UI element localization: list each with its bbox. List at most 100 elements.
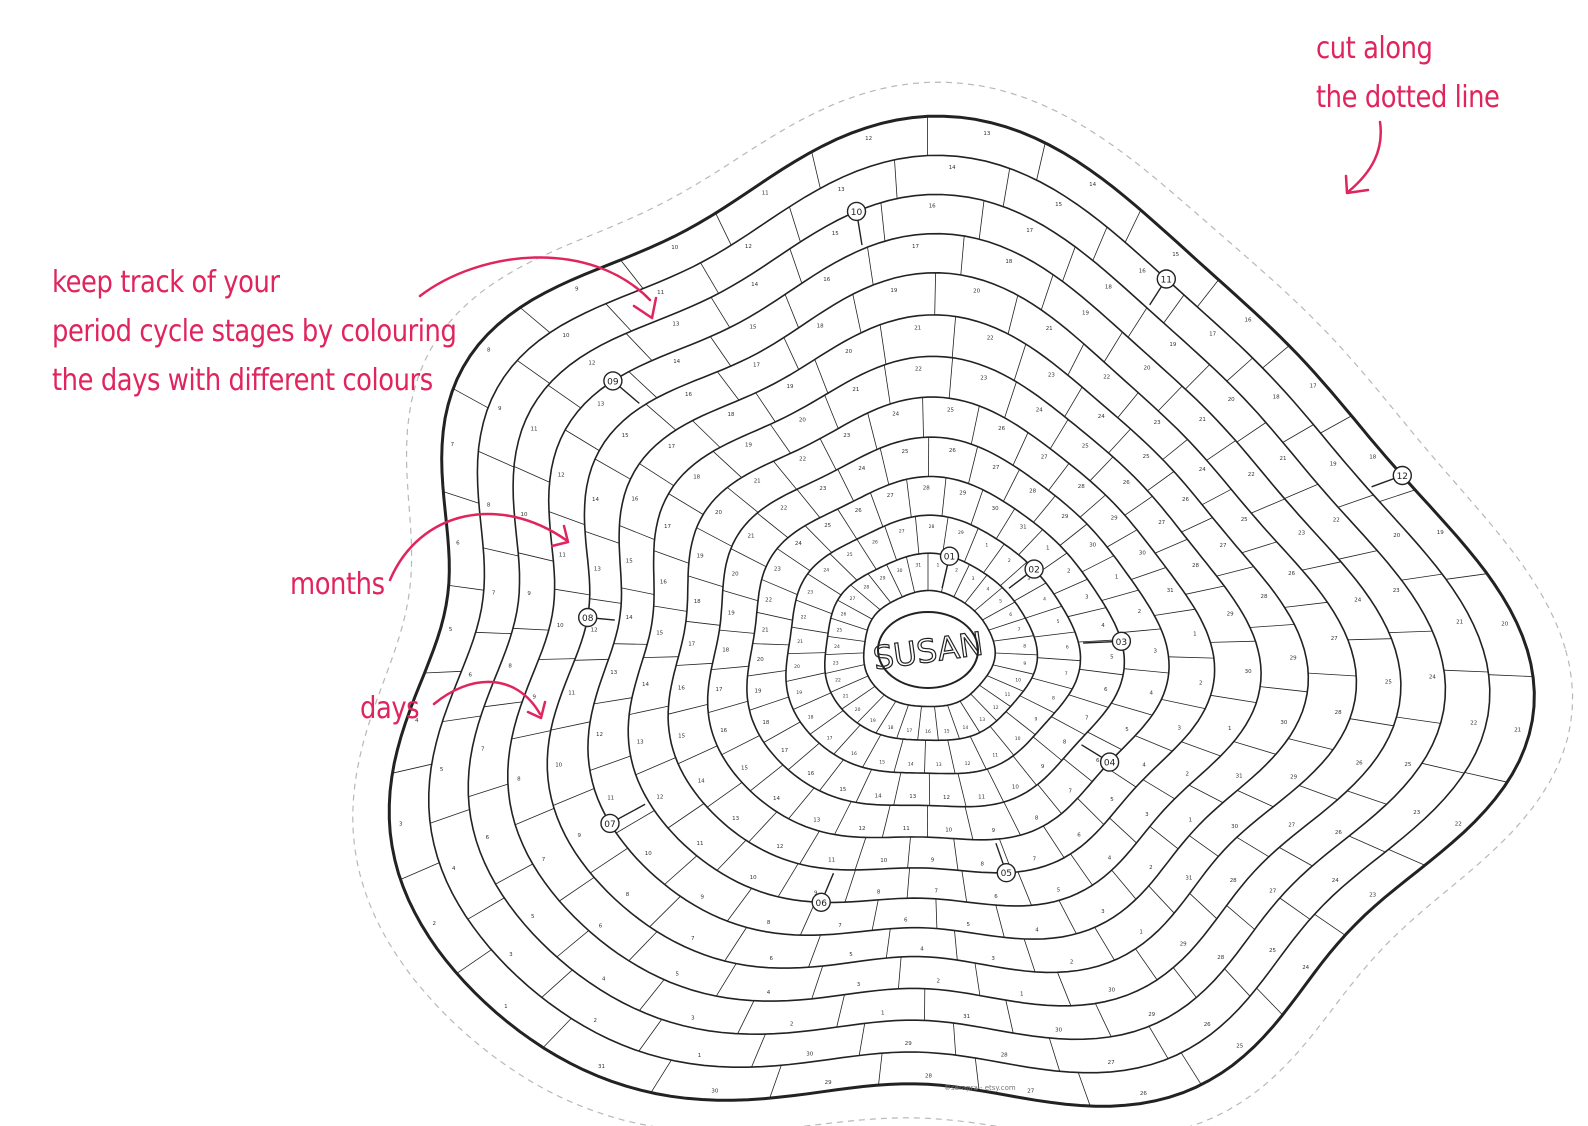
day-number: 3 <box>1145 812 1149 818</box>
month-marker <box>603 371 623 391</box>
day-cell-divider <box>844 869 856 903</box>
day-cell-divider <box>1181 741 1221 757</box>
day-number: 28 <box>1192 563 1199 569</box>
day-number: 3 <box>691 1016 695 1022</box>
day-number: 22 <box>835 678 841 684</box>
day-cell-divider <box>953 1023 957 1056</box>
day-cell-divider <box>1117 392 1139 418</box>
day-cell-divider <box>638 979 665 1011</box>
day-number: 8 <box>767 920 771 926</box>
day-cell-divider <box>475 631 512 635</box>
day-number: 27 <box>850 596 856 602</box>
day-number: 18 <box>693 475 700 481</box>
day-cell-divider <box>1288 738 1334 750</box>
day-number: 9 <box>701 894 705 900</box>
day-cell-divider <box>620 259 644 289</box>
day-cell-divider <box>992 664 1034 675</box>
day-number: 6 <box>469 673 473 679</box>
day-number: 4 <box>1101 623 1105 629</box>
day-number: 7 <box>492 590 496 596</box>
day-number: 21 <box>748 534 755 540</box>
day-cell-divider <box>453 388 489 409</box>
day-cell-divider <box>1005 1000 1014 1034</box>
day-cell-divider <box>1302 561 1341 571</box>
day-cell-divider <box>819 759 844 791</box>
day-cell-divider <box>915 516 920 554</box>
day-cell-divider <box>1154 608 1196 616</box>
day-cell-divider <box>1051 716 1086 736</box>
month-number: 07 <box>604 820 615 830</box>
day-number: 29 <box>1111 516 1118 522</box>
day-cell-divider <box>879 324 887 365</box>
day-cell-divider <box>968 446 978 484</box>
track-instruction: keep track of your period cycle stages b… <box>52 258 457 405</box>
month-number: 10 <box>851 208 863 218</box>
month-marker <box>1024 559 1044 579</box>
day-number: 11 <box>657 290 664 296</box>
day-number: 11 <box>559 553 566 559</box>
day-number: 20 <box>732 571 739 577</box>
day-number: 30 <box>897 568 903 574</box>
day-number: 7 <box>1069 789 1073 795</box>
day-number: 12 <box>776 844 783 850</box>
day-cell-divider <box>1347 790 1387 805</box>
day-number: 4 <box>1043 597 1046 603</box>
day-number: 16 <box>823 277 830 283</box>
ring-boundary <box>706 436 1170 841</box>
day-number: 6 <box>1096 758 1100 764</box>
day-cell-divider <box>696 527 732 547</box>
day-number: 15 <box>1172 252 1179 258</box>
day-cell-divider <box>880 202 886 242</box>
day-cell-divider <box>556 930 589 958</box>
day-number: 31 <box>963 1014 970 1020</box>
day-number: 18 <box>762 720 769 726</box>
day-number: 3 <box>1154 649 1158 655</box>
day-number: 22 <box>1103 375 1110 381</box>
ring-boundary <box>862 589 996 708</box>
day-number: 16 <box>631 496 638 502</box>
cut-instruction: cut along the dotted line <box>1316 24 1500 122</box>
day-cells: 1234567891011121314151617181920212223242… <box>392 116 1534 1107</box>
day-number: 21 <box>1456 620 1463 626</box>
day-cell-divider <box>850 584 881 611</box>
day-cell-divider <box>1063 758 1093 782</box>
day-cell-divider <box>974 587 1003 612</box>
day-number: 26 <box>872 540 878 546</box>
day-number: 12 <box>656 795 663 801</box>
day-number: 23 <box>1369 893 1376 899</box>
day-number: 4 <box>986 586 989 592</box>
center-oval <box>877 611 979 689</box>
day-number: 23 <box>833 661 839 667</box>
day-cell-divider <box>789 248 803 284</box>
day-number: 1 <box>1046 545 1050 551</box>
day-number: 5 <box>1110 797 1114 803</box>
day-number: 15 <box>750 324 757 330</box>
day-number: 27 <box>899 528 905 534</box>
month-rings <box>387 114 1536 1108</box>
month-number: 12 <box>1397 472 1408 482</box>
day-cell-divider <box>692 420 721 448</box>
day-cell-divider <box>1081 555 1114 573</box>
day-cell-divider <box>1206 440 1236 461</box>
day-number: 3 <box>991 956 995 962</box>
day-number: 19 <box>870 718 876 724</box>
day-cell-divider <box>442 715 481 722</box>
day-cell-divider <box>1148 1026 1169 1059</box>
day-number: 12 <box>588 361 595 367</box>
day-cell-divider <box>974 1058 980 1091</box>
day-number: 12 <box>745 244 752 250</box>
day-number: 12 <box>993 705 999 711</box>
day-number: 17 <box>668 444 675 450</box>
day-cell-divider <box>867 573 892 603</box>
day-cell-divider <box>867 412 878 450</box>
day-number: 22 <box>1470 721 1477 727</box>
day-number: 26 <box>949 448 956 454</box>
day-cell-divider <box>613 643 648 645</box>
day-cell-divider <box>819 438 837 471</box>
day-number: 3 <box>399 821 403 827</box>
day-number: 20 <box>1393 533 1400 539</box>
day-number: 18 <box>808 715 814 721</box>
day-number: 13 <box>838 187 845 193</box>
day-number: 29 <box>1227 612 1234 618</box>
day-number: 30 <box>1055 1028 1062 1034</box>
